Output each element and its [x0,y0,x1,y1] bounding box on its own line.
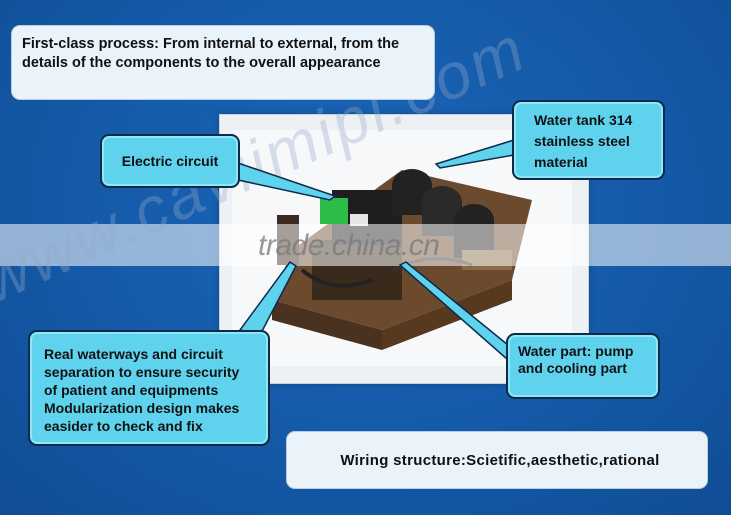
wiring-structure-callout: Wiring structure:Scietific,aesthetic,rat… [286,431,708,489]
watermark-band [0,224,731,266]
water-tank-callout: Water tank 314 stainless steel material [512,100,665,180]
trade-watermark: trade.china.cn [258,229,440,262]
water-part-callout: Water part: pump and cooling part [506,333,660,399]
waterways-callout: Real waterways and circuit separation to… [28,330,270,446]
process-callout: First-class process: From internal to ex… [11,25,435,100]
electric-circuit-callout: Electric circuit [100,134,240,188]
wiring-structure-text: Wiring structure:Scietific,aesthetic,rat… [340,451,660,469]
